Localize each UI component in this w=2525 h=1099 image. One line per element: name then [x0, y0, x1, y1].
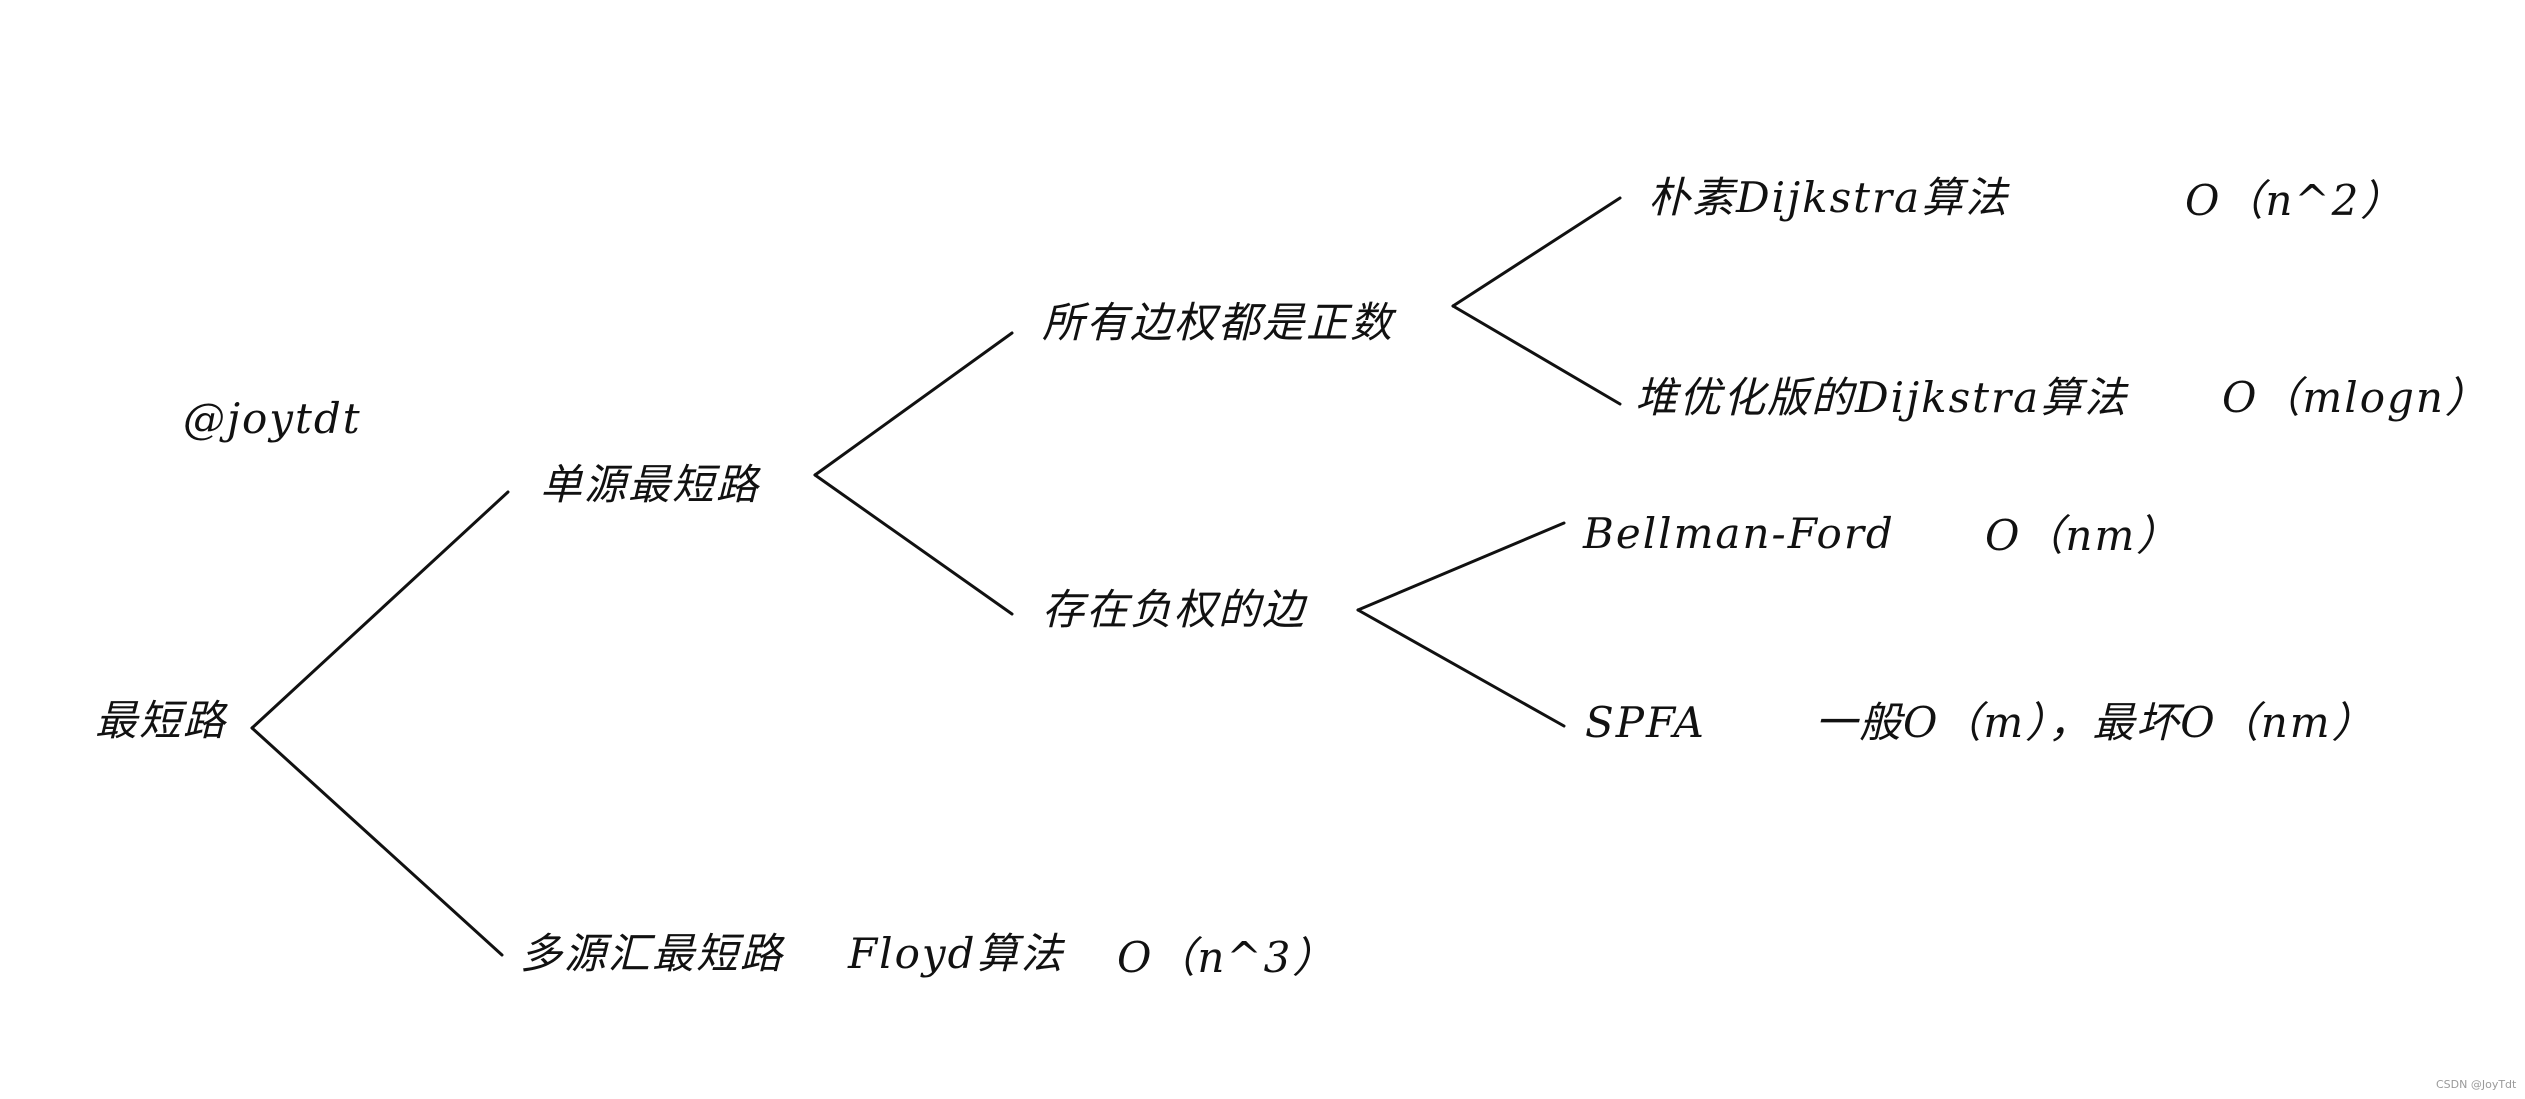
naive-dijkstra-complexity: O（n^2） — [2185, 176, 2405, 225]
edge-root-to-multi-source — [250, 726, 504, 957]
positive-weights-node: 所有边权都是正数 — [1042, 298, 1395, 347]
watermark: CSDN @JoyTdt — [2436, 1078, 2517, 1091]
edge-positive-to-naive-dijkstra — [1451, 196, 1622, 308]
floyd-name: Floyd算法 — [848, 929, 1065, 978]
author-tag: @joytdt — [183, 394, 362, 443]
single-source-node: 单源最短路 — [540, 460, 761, 509]
edge-single-source-to-positive — [813, 331, 1014, 477]
naive-dijkstra-name: 朴素Dijkstra算法 — [1648, 173, 2010, 222]
heap-dijkstra-name: 堆优化版的Dijkstra算法 — [1635, 373, 2129, 422]
edge-negative-to-bellman-ford — [1356, 521, 1566, 612]
bellman-ford-complexity: O（nm） — [1985, 511, 2181, 560]
heap-dijkstra-complexity: O（mlogn） — [2222, 373, 2489, 422]
spfa-name: SPFA — [1585, 698, 1706, 747]
bellman-ford-name: Bellman-Ford — [1583, 509, 1895, 558]
edge-single-source-to-negative — [813, 473, 1014, 616]
negative-weights-node: 存在负权的边 — [1042, 585, 1307, 634]
root-node: 最短路 — [95, 696, 228, 745]
edge-positive-to-heap-dijkstra — [1451, 304, 1622, 406]
multi-source-node: 多源汇最短路 — [520, 929, 785, 978]
floyd-complexity: O（n^3） — [1117, 933, 1337, 982]
spfa-complexity: 一般O（m），最坏O（nm） — [1815, 698, 2376, 747]
edge-negative-to-spfa — [1356, 608, 1566, 728]
edge-root-to-single-source — [250, 490, 510, 730]
